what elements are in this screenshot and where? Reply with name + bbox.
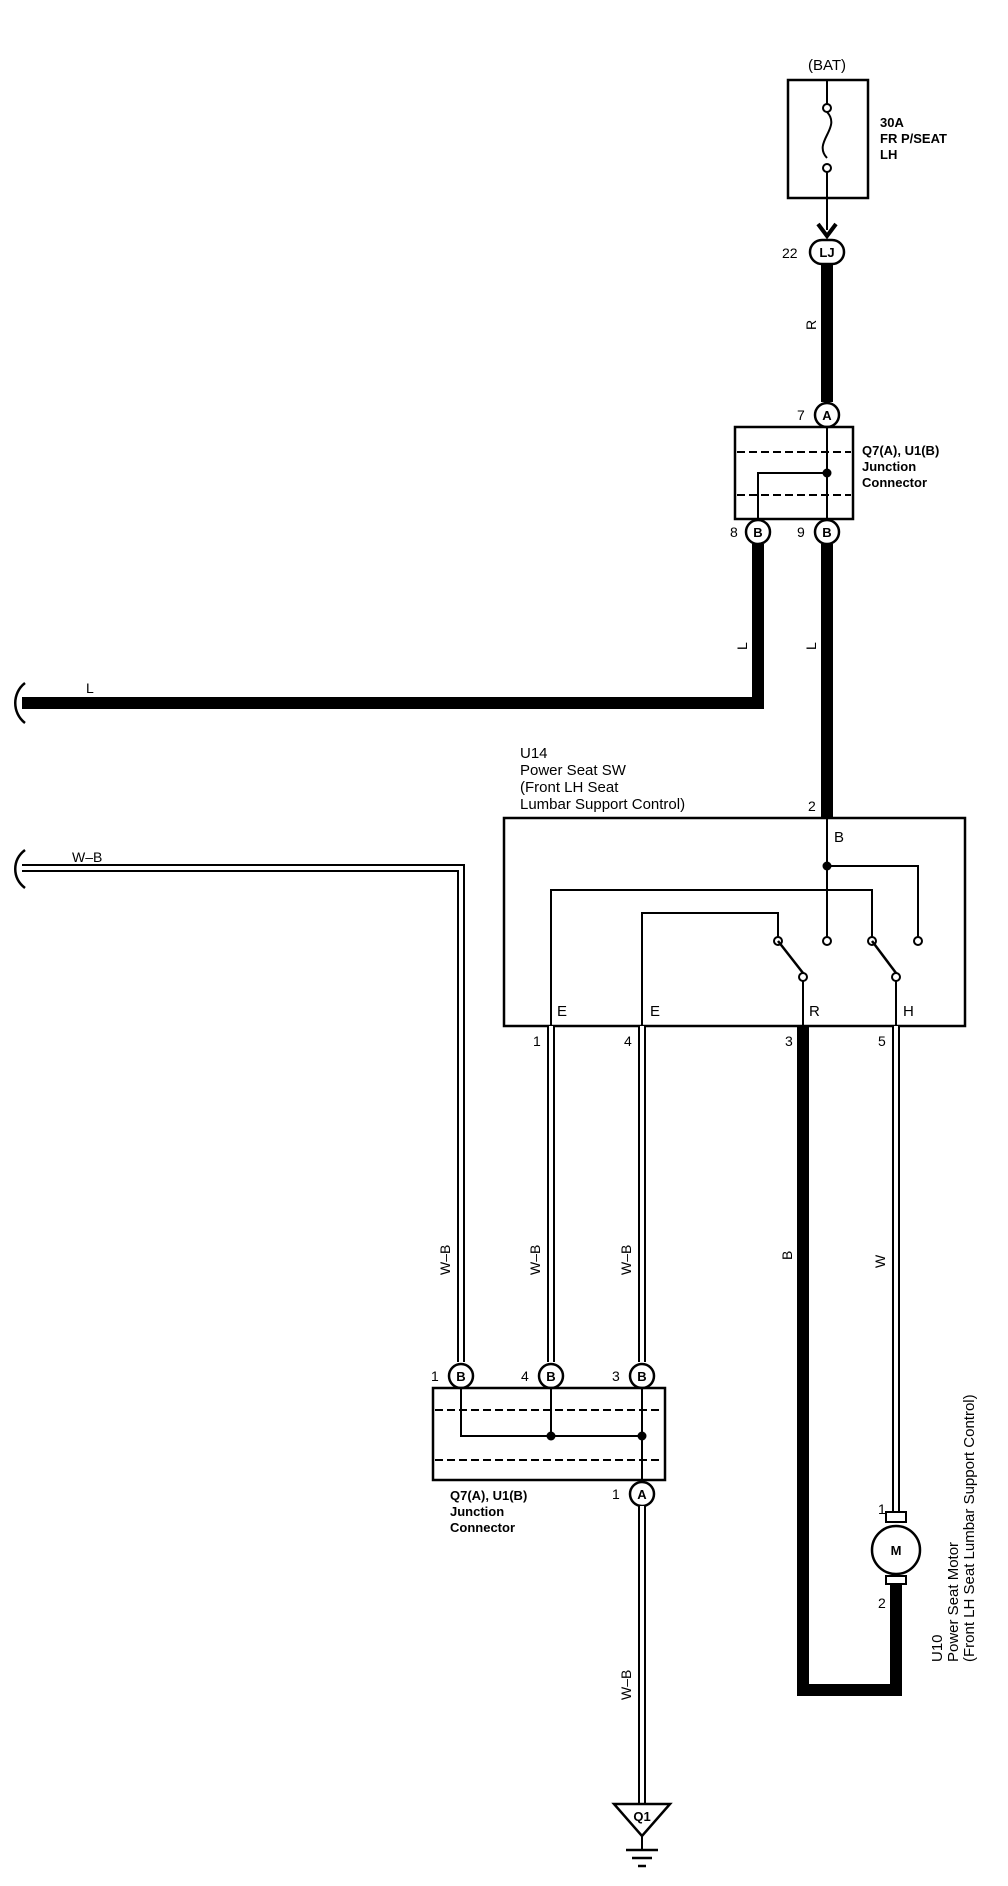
jt-splice-dot xyxy=(822,468,832,478)
sw-int-e1 xyxy=(550,889,873,1026)
sw-blade-r xyxy=(777,940,804,974)
wire-color-wb-top: W–B xyxy=(72,849,102,865)
motor-id: U10 xyxy=(929,1634,946,1662)
sw-contact-b-left xyxy=(822,936,832,946)
motor-top-cap xyxy=(885,1511,907,1523)
jb-pin-4-number: 4 xyxy=(521,1368,529,1384)
jb-title: Q7(A), U1(B) xyxy=(450,1488,527,1503)
fuse-element xyxy=(821,111,833,159)
wire-color-l-mid: L xyxy=(734,642,750,650)
sw-pivot-r xyxy=(798,972,808,982)
jb-pin-1-letter: B xyxy=(456,1369,465,1384)
jt-pin-b2-number: 9 xyxy=(797,524,805,540)
lj-arrow-icon xyxy=(816,222,838,240)
motor-symbol: M xyxy=(891,1543,902,1558)
wire-color-wb-ground: W–B xyxy=(618,1670,634,1700)
jt-line3: Connector xyxy=(862,475,927,490)
jt-line2: Junction xyxy=(862,459,916,474)
fuse-name-line2: LH xyxy=(880,147,897,162)
ground-triangle xyxy=(611,1802,673,1838)
lj-pin-number: 22 xyxy=(782,245,798,261)
jt-pin-a-number: 7 xyxy=(797,407,805,423)
jt-pin-a-letter: A xyxy=(822,408,832,423)
fuse-terminal-bottom xyxy=(822,163,832,173)
sw-splice-dot xyxy=(822,861,832,871)
wire-b xyxy=(797,1026,902,1696)
fuse-rating: 30A xyxy=(880,115,904,130)
motor-circle xyxy=(870,1524,922,1576)
sw-pin-top: 2 xyxy=(808,798,816,814)
wire-color-wb-3: W–B xyxy=(618,1245,634,1275)
sw-line4: Lumbar Support Control) xyxy=(520,796,685,813)
motor-pin-2: 2 xyxy=(878,1595,886,1611)
sw-contact-b-right xyxy=(913,936,923,946)
sw-term-e2: E xyxy=(650,1003,660,1020)
wire-color-r: R xyxy=(803,320,819,330)
jb-splice-dot-2 xyxy=(637,1431,647,1441)
wire-color-l-right: L xyxy=(803,642,819,650)
wire-wb-top-inner xyxy=(22,866,463,1362)
sw-pin-4: 4 xyxy=(624,1033,632,1049)
jt-title: Q7(A), U1(B) xyxy=(862,443,939,458)
jb-line3: Connector xyxy=(450,1520,515,1535)
sw-int-b-branch xyxy=(827,865,919,937)
jb-pin-1-number: 1 xyxy=(431,1368,439,1384)
motor-bottom-cap xyxy=(885,1575,907,1585)
sw-int-e2 xyxy=(641,912,779,1026)
fuse-source-label: (BAT) xyxy=(808,57,846,74)
jt-pin-b2-letter: B xyxy=(822,525,831,540)
jb-pin-a-letter: A xyxy=(637,1487,647,1502)
wire-color-wb-2: W–B xyxy=(527,1245,543,1275)
jb-pin-4-letter: B xyxy=(546,1369,555,1384)
sw-pivot-h xyxy=(891,972,901,982)
jb-internal-bus xyxy=(460,1388,642,1437)
wire-color-w: W xyxy=(872,1254,888,1268)
sw-term-e1: E xyxy=(557,1003,567,1020)
sw-line3: (Front LH Seat xyxy=(520,779,619,796)
ground-label: Q1 xyxy=(633,1809,650,1824)
jt-internal-branch xyxy=(757,472,827,519)
jt-pin-b1-number: 8 xyxy=(730,524,738,540)
sw-pin-1: 1 xyxy=(533,1033,541,1049)
sw-blade-h xyxy=(871,940,897,974)
fuse-terminal-top xyxy=(822,103,832,113)
jb-pin-a-number: 1 xyxy=(612,1486,620,1502)
sw-term-b: B xyxy=(834,829,844,846)
wire-break-left-l xyxy=(14,682,26,724)
motor-line2: Power Seat Motor xyxy=(945,1542,962,1662)
sw-box xyxy=(502,816,967,1028)
jb-line2: Junction xyxy=(450,1504,504,1519)
jt-pin-b1-letter: B xyxy=(753,525,762,540)
wire-color-wb-1: W–B xyxy=(437,1245,453,1275)
jb-box xyxy=(431,1386,667,1482)
motor-line3: (Front LH Seat Lumbar Support Control) xyxy=(961,1394,978,1662)
motor-pin-1: 1 xyxy=(878,1501,886,1517)
wire-wb-top xyxy=(22,864,465,1362)
sw-term-h: H xyxy=(903,1003,914,1020)
sw-pin-5: 5 xyxy=(878,1033,886,1049)
wire-break-left-wb xyxy=(14,849,26,889)
sw-id: U14 xyxy=(520,745,548,762)
sw-line2: Power Seat SW xyxy=(520,762,627,779)
wire-l-left xyxy=(22,544,764,709)
wire-color-b: B xyxy=(779,1251,795,1260)
sw-pin-3: 3 xyxy=(785,1033,793,1049)
lj-connector-label: LJ xyxy=(819,245,834,260)
jt-box xyxy=(733,425,855,521)
fuse-name-line1: FR P/SEAT xyxy=(880,131,947,146)
sw-term-r: R xyxy=(809,1003,820,1020)
jb-pin-3-number: 3 xyxy=(612,1368,620,1384)
jb-splice-dot-1 xyxy=(546,1431,556,1441)
wire-color-l-left: L xyxy=(86,680,94,696)
jb-pin-3-letter: B xyxy=(637,1369,646,1384)
